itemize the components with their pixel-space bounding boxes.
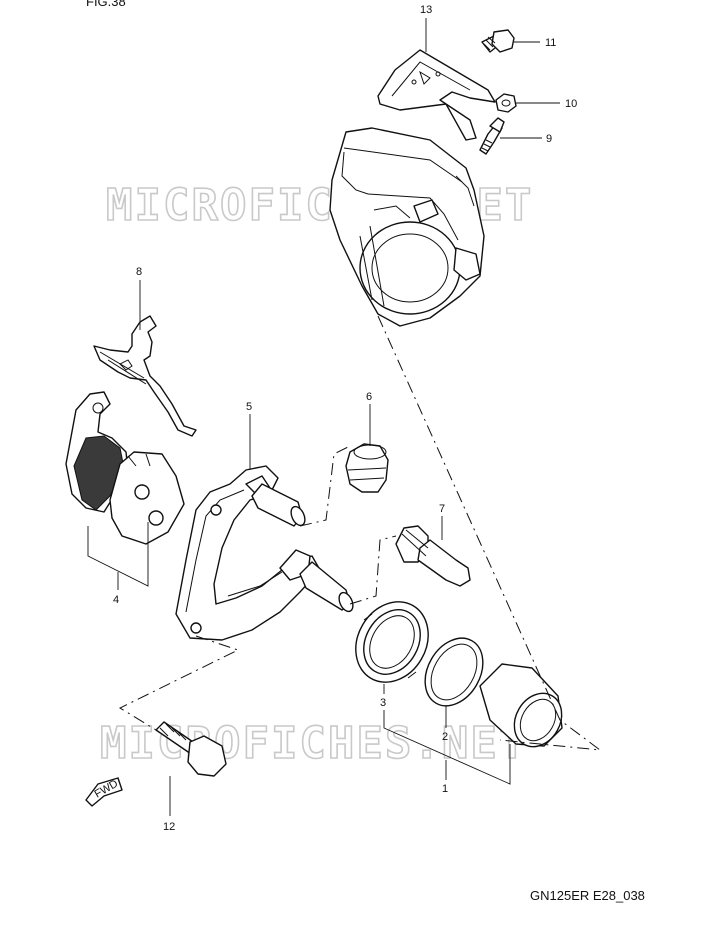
part-5-caliper-holder[interactable] bbox=[175, 465, 356, 641]
part-11-bolt[interactable] bbox=[481, 29, 515, 53]
part-10-nut[interactable] bbox=[495, 93, 517, 113]
callout-labels: 13 11 10 9 8 4 5 6 7 3 2 1 12 bbox=[113, 4, 577, 833]
figure-header: FIG.38 bbox=[86, 0, 126, 9]
part-1-piston[interactable] bbox=[479, 663, 571, 755]
callout-1: 1 bbox=[442, 783, 448, 795]
assembly-lines bbox=[118, 315, 602, 751]
callout-10: 10 bbox=[565, 98, 577, 110]
callout-2: 2 bbox=[442, 731, 448, 743]
fwd-arrow: FWD bbox=[85, 777, 123, 807]
fwd-label: FWD bbox=[93, 778, 121, 801]
part-13-bracket-plate[interactable] bbox=[377, 49, 496, 141]
part-2-ring[interactable] bbox=[413, 628, 494, 716]
callout-4: 4 bbox=[113, 594, 119, 606]
figure-reference-code: GN125ER E28_038 bbox=[530, 888, 645, 903]
callout-5: 5 bbox=[246, 401, 252, 413]
callout-11: 11 bbox=[545, 37, 556, 49]
part-9-bleeder-screw[interactable] bbox=[479, 117, 505, 155]
leader-lines bbox=[87, 18, 560, 816]
caliper-body[interactable] bbox=[329, 127, 485, 327]
callout-6: 6 bbox=[366, 391, 372, 403]
callout-3: 3 bbox=[380, 697, 386, 709]
part-4-brake-pads[interactable] bbox=[65, 391, 185, 545]
part-8-pad-spring[interactable] bbox=[93, 315, 197, 437]
part-12-bolt[interactable] bbox=[155, 721, 227, 777]
callout-9: 9 bbox=[546, 133, 552, 145]
part-6-boot[interactable] bbox=[345, 443, 389, 493]
callout-12: 12 bbox=[163, 821, 175, 833]
callout-8: 8 bbox=[136, 266, 142, 278]
callout-7: 7 bbox=[439, 503, 445, 515]
part-7-slide-pin[interactable] bbox=[395, 525, 471, 587]
callout-13: 13 bbox=[420, 4, 432, 16]
part-3-seal[interactable] bbox=[342, 589, 443, 696]
